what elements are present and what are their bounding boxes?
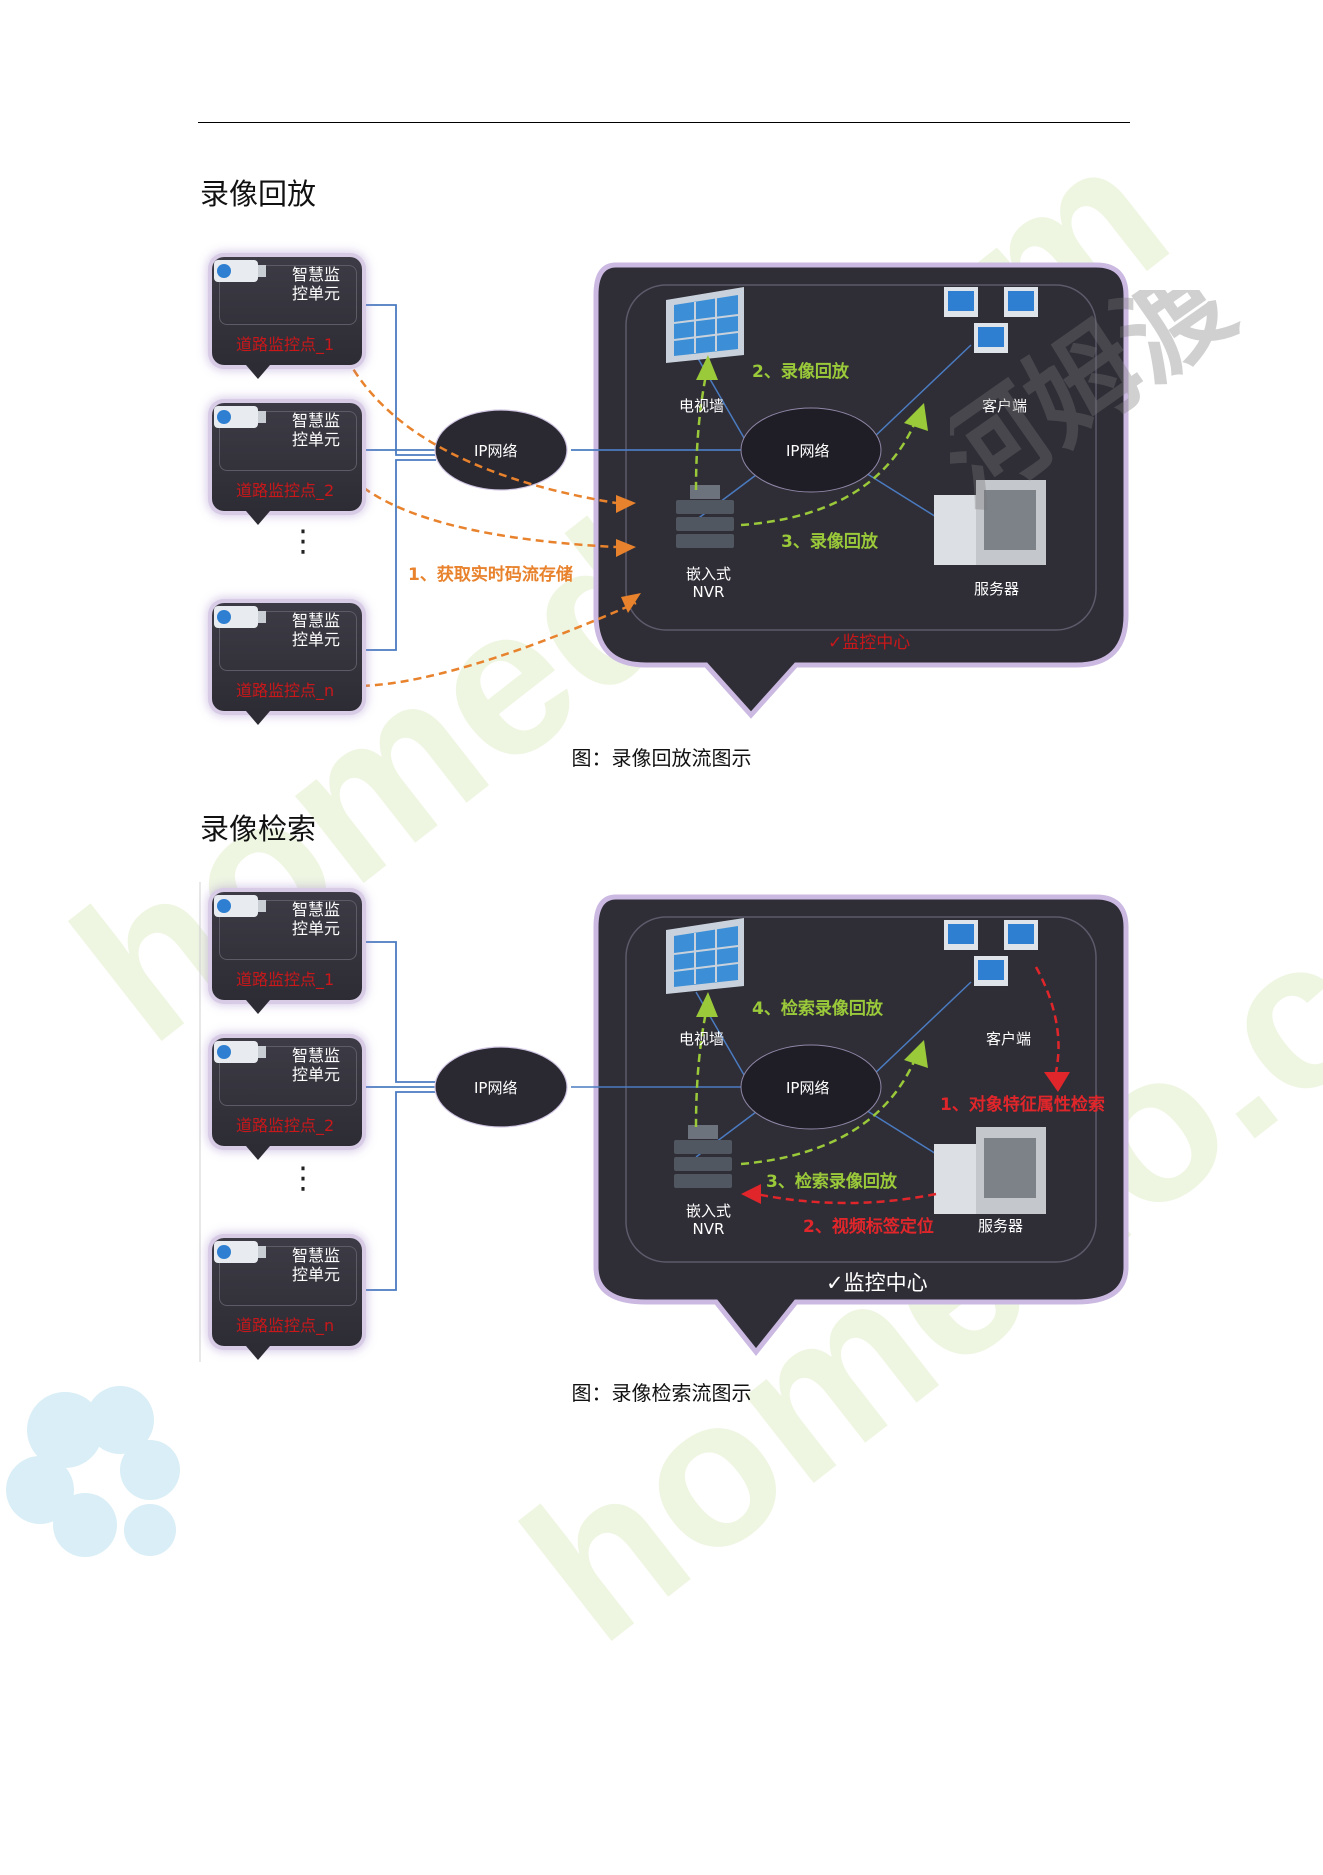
- step-playback-client: 3、录像回放: [781, 532, 878, 552]
- camera-unit-label: 智慧监控单元: [292, 411, 341, 449]
- ip-network-label-left: IP网络: [474, 1079, 518, 1097]
- camera-icon: [214, 606, 266, 628]
- tv-wall-label: 电视墙: [679, 397, 725, 415]
- camera-unit-2: 智慧监控单元 道路监控点_2: [212, 403, 362, 525]
- camera-unit-label: 智慧监控单元: [292, 265, 341, 303]
- camera-unit-label: 智慧监控单元: [292, 611, 341, 649]
- monitoring-center-label: ✓监控中心: [828, 633, 911, 653]
- clients-label: 客户端: [986, 1030, 1032, 1048]
- nvr-icon: [674, 1125, 732, 1188]
- clients-label: 客户端: [982, 397, 1028, 415]
- ip-network-cloud-left: [434, 1046, 568, 1128]
- camera-point-name: 道路监控点_2: [236, 1116, 335, 1135]
- camera-unit-n: 智慧监控单元 道路监控点_n: [212, 603, 362, 725]
- server-icon: [934, 480, 1046, 565]
- monitoring-center-bubble: [593, 894, 1129, 1357]
- caption-search: 图：录像检索流图示: [571, 1381, 752, 1405]
- camera-point-name: 道路监控点_1: [236, 335, 335, 354]
- section-heading-search: 录像检索: [200, 812, 317, 846]
- monitoring-center-bubble: [593, 262, 1129, 719]
- monitoring-center-label: ✓监控中心: [826, 1271, 928, 1295]
- nvr-label: 嵌入式 NVR: [686, 565, 732, 601]
- monitoring-center-inner: [625, 284, 1097, 631]
- ip-network-cloud-right: [740, 1044, 882, 1130]
- step-attribute-search: 1、对象特征属性检索: [940, 1095, 1105, 1115]
- step-acquire-stream: 1、获取实时码流存储: [408, 565, 573, 585]
- step-search-playback-nvr: 3、检索录像回放: [766, 1172, 897, 1192]
- ip-network-label-left: IP网络: [474, 442, 518, 460]
- playback-diagram: 智慧监控单元 道路监控点_1 智慧监控单元 道路监控点_2 ⋮ 智慧监控单元 道…: [196, 245, 1136, 735]
- tv-wall-icon: [666, 287, 744, 363]
- camera-point-name: 道路监控点_2: [236, 481, 335, 500]
- more-cameras-ellipsis: ⋮: [288, 524, 318, 559]
- step-playback-tv: 2、录像回放: [752, 362, 849, 382]
- search-diagram: 智慧监控单元 道路监控点_1 智慧监控单元 道路监控点_2 ⋮ 智慧监控单元 道…: [196, 882, 1136, 1372]
- camera-icon: [214, 1241, 266, 1263]
- ip-network-cloud-right: [740, 407, 882, 493]
- ip-network-label-right: IP网络: [786, 442, 830, 460]
- watermark-flower-icon: [6, 1386, 180, 1557]
- camera-icon: [214, 406, 266, 428]
- camera-point-name: 道路监控点_1: [236, 970, 335, 989]
- caption-playback: 图：录像回放流图示: [571, 746, 752, 770]
- camera-unit-1: 智慧监控单元 道路监控点_1: [212, 892, 362, 1014]
- tv-wall-icon: [666, 918, 744, 994]
- camera-unit-label: 智慧监控单元: [292, 1046, 341, 1084]
- camera-unit-1: 智慧监控单元 道路监控点_1: [212, 257, 362, 379]
- ip-network-label-right: IP网络: [786, 1079, 830, 1097]
- monitoring-center-inner: [625, 916, 1097, 1263]
- step-search-playback-tv: 4、检索录像回放: [752, 999, 883, 1019]
- nvr-label: 嵌入式 NVR: [686, 1202, 732, 1238]
- nvr-icon: [676, 485, 734, 548]
- camera-point-name: 道路监控点_n: [236, 1316, 335, 1335]
- camera-icon: [214, 1041, 266, 1063]
- client-pcs-icon: [944, 920, 1038, 986]
- camera-point-name: 道路监控点_n: [236, 681, 335, 700]
- ip-network-cloud-left: [434, 409, 568, 491]
- camera-icon: [214, 895, 266, 917]
- camera-unit-2: 智慧监控单元 道路监控点_2: [212, 1038, 362, 1160]
- step-tag-locate: 2、视频标签定位: [803, 1217, 934, 1237]
- camera-unit-label: 智慧监控单元: [292, 1246, 341, 1284]
- header-rule: [198, 122, 1130, 123]
- section-heading-playback: 录像回放: [200, 177, 317, 211]
- servers-label: 服务器: [974, 580, 1020, 598]
- camera-icon: [214, 260, 266, 282]
- client-pcs-icon: [944, 287, 1038, 353]
- tv-wall-label: 电视墙: [679, 1030, 725, 1048]
- servers-label: 服务器: [978, 1217, 1024, 1235]
- camera-unit-label: 智慧监控单元: [292, 900, 341, 938]
- server-icon: [934, 1127, 1046, 1214]
- more-cameras-ellipsis: ⋮: [288, 1161, 318, 1196]
- camera-unit-n: 智慧监控单元 道路监控点_n: [212, 1238, 362, 1360]
